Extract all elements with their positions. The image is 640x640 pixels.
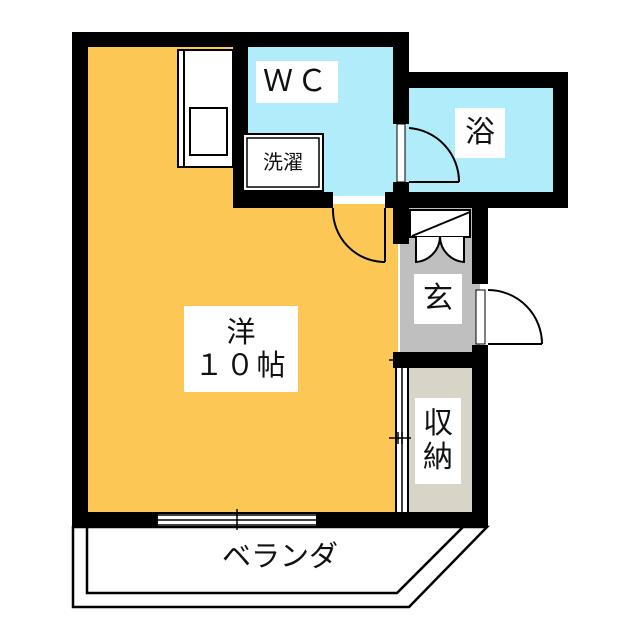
bath-door[interactable]: [396, 123, 461, 183]
bath-label: 浴: [455, 108, 505, 158]
sink-icon: [189, 107, 228, 156]
storage-label: 収 納: [415, 398, 461, 484]
kitchen-counter: [177, 49, 234, 168]
bath-text: 浴: [465, 114, 495, 150]
balcony-window[interactable]: [158, 509, 316, 530]
entrance-text: 玄: [423, 280, 453, 316]
storage-sliding-door[interactable]: [389, 359, 411, 512]
walls: [72, 32, 568, 527]
shoe-cabinet: [409, 209, 471, 264]
western-room-type: 洋: [226, 314, 256, 349]
storage-text-1: 収: [423, 405, 453, 441]
balcony-label: ベランダ: [200, 537, 360, 577]
laundry-text: 洗濯: [263, 150, 303, 174]
balcony-text: ベランダ: [221, 539, 338, 574]
wc-label: ＷＣ: [256, 61, 338, 103]
wc-text: ＷＣ: [263, 63, 331, 99]
western-room-label: 洋 １０帖: [184, 306, 298, 392]
entrance-label: 玄: [414, 274, 462, 324]
laundry-label: 洗濯: [250, 141, 316, 184]
wc-door[interactable]: [331, 196, 386, 263]
balcony-outline: [71, 525, 490, 609]
western-room-size: １０帖: [194, 348, 288, 382]
laundry-area: [242, 133, 324, 192]
front-door[interactable]: [475, 289, 543, 345]
storage-text-2: 納: [423, 440, 453, 475]
